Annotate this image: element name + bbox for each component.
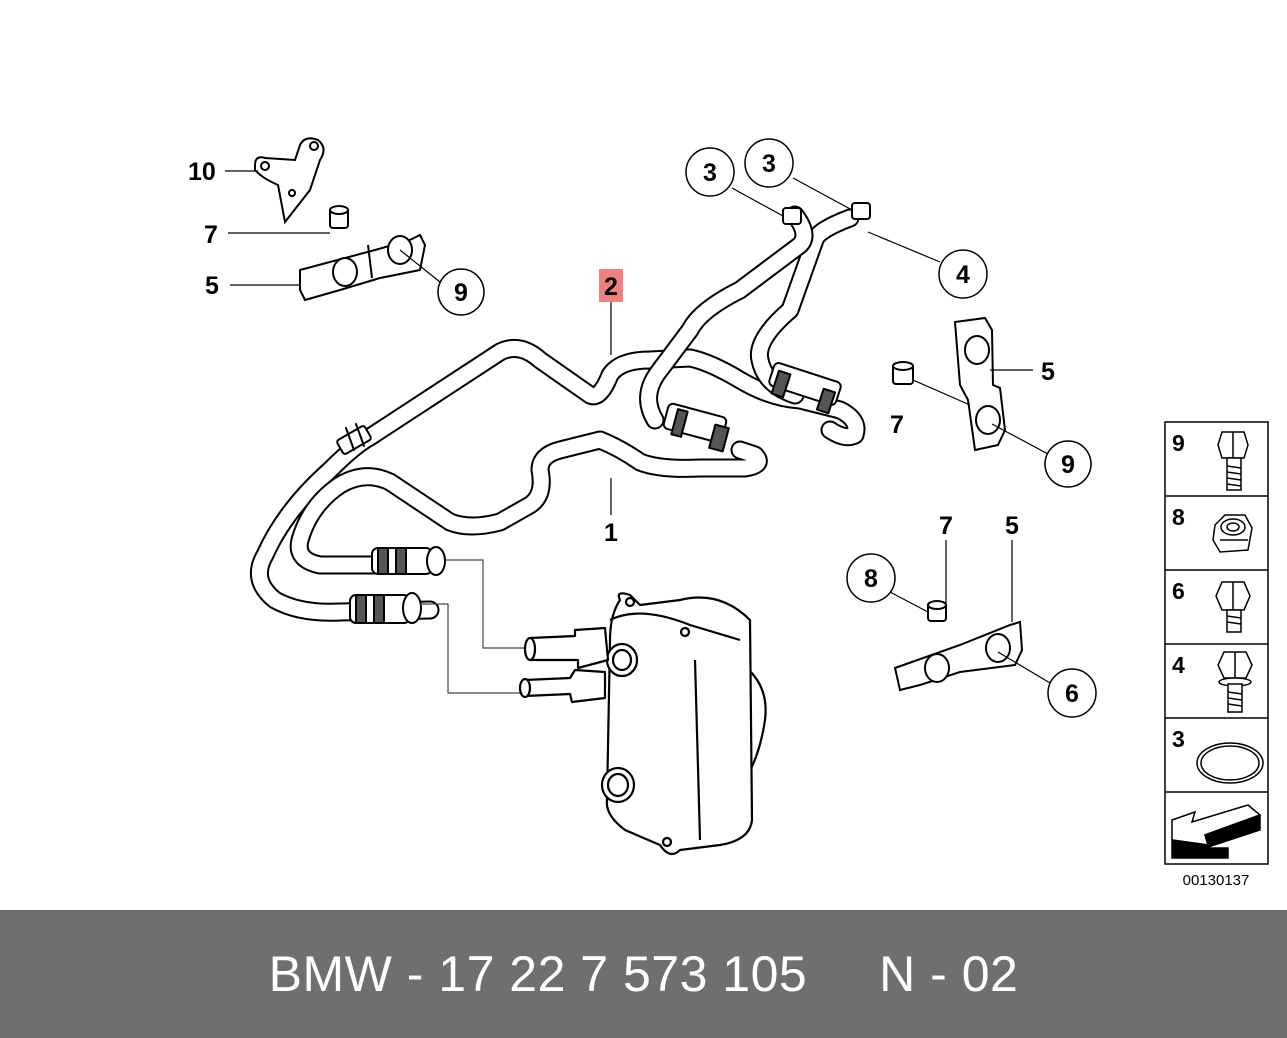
callout-10: 10 <box>188 158 216 186</box>
circle-callout-9-top-left: 9 <box>437 268 485 316</box>
reference-code: 00130137 <box>1183 872 1250 889</box>
circle-callout-8: 8 <box>846 553 896 603</box>
fitting-lower <box>349 592 422 624</box>
parts-diagram: 10 7 5 9 2 1 3 3 4 5 7 9 8 <box>188 137 1269 889</box>
legend-number-4: 4 <box>1172 652 1185 678</box>
svg-text:4: 4 <box>956 261 970 289</box>
oil-cooler <box>518 592 767 856</box>
hex-bolt-short-icon <box>1215 581 1251 633</box>
clip-bracket-5b <box>953 316 1007 452</box>
callout-7-top-left: 7 <box>204 221 218 249</box>
footer-part-number: BMW - 17 22 7 573 105 N - 02 <box>268 946 1019 1002</box>
callout-leaders <box>225 170 1051 684</box>
svg-text:3: 3 <box>703 159 717 187</box>
hose-connector-upper-left <box>336 423 372 455</box>
flange-bolt-icon <box>1217 651 1253 713</box>
hose-assembly <box>249 202 871 694</box>
highlight-2 <box>599 269 623 302</box>
clip-bracket-5c <box>893 620 1024 692</box>
grommet-7c <box>927 600 947 622</box>
clip-bracket-5a <box>299 233 427 302</box>
legend-number-6: 6 <box>1172 578 1185 604</box>
circle-callout-6: 6 <box>1047 668 1097 718</box>
legend-number-9: 9 <box>1172 430 1185 456</box>
hex-nut-icon <box>1212 514 1253 553</box>
callout-5-lower: 5 <box>1005 512 1019 540</box>
footer-bar: BMW - 17 22 7 573 105 N - 02 <box>0 910 1287 1038</box>
grommet-7a <box>329 205 349 229</box>
parts-legend: 9 8 6 4 3 <box>1164 421 1269 889</box>
callout-5-right: 5 <box>1041 358 1055 386</box>
circle-callout-3-right: 3 <box>744 138 794 188</box>
circle-callout-4: 4 <box>938 249 988 299</box>
svg-text:8: 8 <box>864 565 878 593</box>
callout-5-top-left: 5 <box>205 272 219 300</box>
callout-7-lower: 7 <box>939 512 953 540</box>
hose-connector-right <box>768 362 842 415</box>
hose-connector-valve <box>662 402 730 453</box>
circle-callout-3-left: 3 <box>685 147 735 197</box>
svg-text:9: 9 <box>454 279 468 307</box>
legend-number-8: 8 <box>1172 504 1185 530</box>
callouts: 10 7 5 9 2 1 3 3 4 5 7 9 8 <box>188 138 1097 718</box>
hose-1 <box>289 205 814 575</box>
circle-callout-9-right: 9 <box>1044 440 1092 488</box>
callout-2: 2 <box>604 273 618 301</box>
legend-number-3: 3 <box>1172 726 1185 752</box>
hex-bolt-long-icon <box>1217 431 1249 491</box>
svg-text:6: 6 <box>1065 680 1079 708</box>
o-ring-icon <box>1196 742 1264 784</box>
svg-text:9: 9 <box>1061 451 1075 479</box>
svg-text:3: 3 <box>762 150 776 178</box>
grommet-7b <box>892 361 914 385</box>
bracket-10 <box>254 137 325 225</box>
arrow-symbol-icon <box>1171 804 1262 859</box>
callout-7-right: 7 <box>890 411 904 439</box>
fitting-upper <box>371 546 446 576</box>
callout-1: 1 <box>604 519 618 547</box>
leader-lines <box>419 559 531 694</box>
